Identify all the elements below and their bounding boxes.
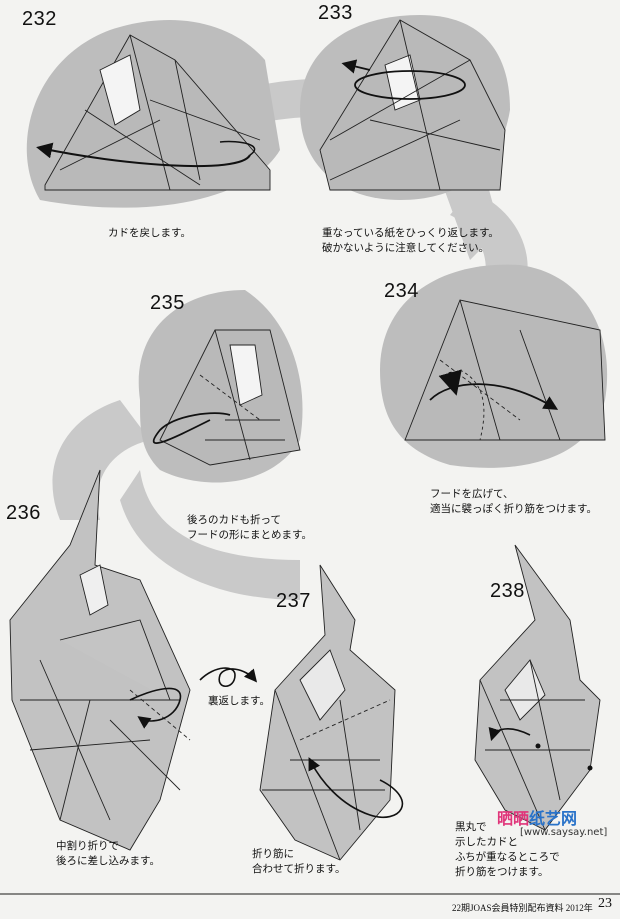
step-number-238: 238: [490, 580, 525, 602]
step-234-caption: フードを広げて、 適当に襞っぽく折り筋をつけます。: [430, 488, 597, 515]
step-235-caption: 後ろのカドも折って フードの形にまとめます。: [187, 514, 312, 541]
turnover-caption: 裏返します。: [208, 695, 270, 707]
watermark-brand-a: 晒晒: [497, 809, 530, 828]
step-238-diagram: [474, 544, 601, 831]
step-235-diagram: [159, 329, 301, 466]
step-237-diagram: [259, 564, 396, 861]
step-number-237: 237: [276, 590, 311, 612]
watermark-url: [www.saysay.net]: [520, 827, 608, 838]
turnover-icon: [199, 667, 258, 688]
step-number-236: 236: [6, 502, 41, 524]
step-232-caption: カドを戻します。: [108, 227, 191, 239]
step-number-233: 233: [318, 2, 353, 24]
step-233-diagram: [319, 19, 506, 191]
footer-issue: 22期JOAS会員特別配布資料 2012年: [452, 903, 593, 913]
step-number-235: 235: [150, 292, 185, 314]
step-number-234: 234: [384, 280, 419, 302]
watermark-brand-b: 纸艺网: [529, 809, 578, 828]
step-number-232: 232: [22, 8, 57, 30]
step-238-caption: 黒丸で 示したカドと ふちが重なるところで 折り筋をつけます。: [455, 821, 560, 878]
step-237-caption: 折り筋に 合わせて折ります。: [252, 848, 346, 875]
step-233-caption: 重なっている紙をひっくり返します。 破かないように注意してください。: [322, 227, 499, 254]
page-number: 23: [598, 896, 612, 911]
step-236-diagram: [9, 469, 191, 851]
step-236-caption: 中割り折りで 後ろに差し込みます。: [56, 840, 160, 867]
watermark-brand: 晒晒纸艺网: [497, 805, 577, 829]
